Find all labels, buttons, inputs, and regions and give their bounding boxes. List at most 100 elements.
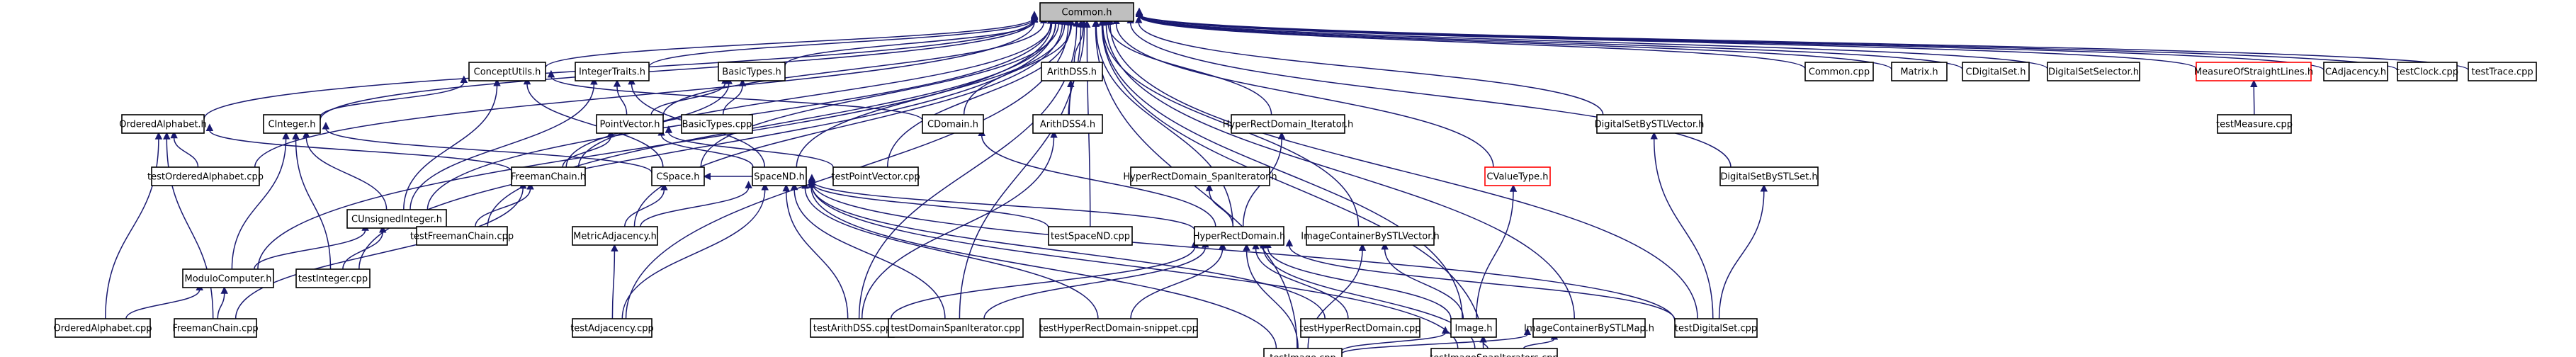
node-common-h[interactable]: Common.h	[1039, 2, 1134, 22]
node-pointvector-h[interactable]: PointVector.h	[596, 114, 664, 134]
node-testarithdss-cpp[interactable]: testArithDSS.cpp	[810, 318, 895, 338]
node-metricadjacency-h[interactable]: MetricAdjacency.h	[572, 226, 658, 246]
node-cdomain-h[interactable]: CDomain.h	[922, 114, 984, 134]
node-label: CDomain.h	[927, 120, 978, 130]
node-testspacend-cpp[interactable]: testSpaceND.cpp	[1048, 226, 1133, 246]
node-testtrace-cpp[interactable]: testTrace.cpp	[2468, 62, 2537, 81]
node-imagecont-stlmap-h[interactable]: ImageContainerBySTLMap.h	[1524, 318, 1654, 338]
node-conceptutils-h[interactable]: ConceptUtils.h	[468, 62, 546, 81]
node-box	[572, 318, 653, 338]
node-box	[575, 62, 650, 81]
node-testhyperrectdomain-cpp[interactable]: testHyperRectDomain.cpp	[1300, 318, 1421, 338]
node-arithdss4-h[interactable]: ArithDSS4.h	[1032, 114, 1103, 134]
node-hyperrect-iter-h[interactable]: HyperRectDomain_Iterator.h	[1223, 114, 1354, 134]
node-cspace-h[interactable]: CSpace.h	[651, 166, 705, 186]
node-basictypes-cpp[interactable]: BasicTypes.cpp	[681, 114, 753, 134]
dependency-edges	[105, 7, 2469, 355]
edge-cspace_h-to-conceptutils_h	[523, 76, 664, 168]
node-label: DigitalSetBySTLSet.h	[1720, 172, 1817, 183]
node-freemanchain-cpp[interactable]: FreemanChain.cpp	[172, 318, 259, 338]
edge-cinteger_h-to-common_h	[320, 12, 1039, 120]
node-box	[1300, 318, 1420, 338]
node-cunsignedinteger-h[interactable]: CUnsignedInteger.h	[346, 209, 447, 229]
node-box	[1041, 62, 1103, 81]
node-testdigitalset-cpp[interactable]: testDigitalSet.cpp	[1674, 318, 1758, 338]
node-testfreemanchain-cpp[interactable]: testFreemanChain.cpp	[410, 226, 514, 246]
edge-image_h-to-hyperrectdomain_h	[1264, 240, 1452, 319]
edge-common_cpp-to-common_h	[1135, 9, 1806, 69]
node-box	[55, 318, 151, 338]
edge-freemanchain_h-to-orderedalphabet_h	[205, 123, 512, 172]
node-orderedalphabet-cpp[interactable]: OrderedAlphabet.cpp	[53, 318, 152, 338]
node-testmeasure-cpp[interactable]: testMeasure.cpp	[2216, 114, 2293, 134]
edge-matrix_h-to-common_h	[1135, 8, 1892, 70]
node-matrix-h[interactable]: Matrix.h	[1891, 62, 1948, 81]
edge-cspace_h-to-cinteger_h	[322, 122, 653, 174]
node-label: MeasureOfStraightLines.h	[2194, 67, 2313, 78]
edge-cunsignedinteger_h-to-integertraits_h	[409, 77, 598, 210]
node-digitalsetselector-h[interactable]: DigitalSetSelector.h	[2047, 62, 2140, 81]
node-box	[182, 268, 274, 288]
node-image-h[interactable]: Image.h	[1450, 318, 1497, 338]
edge-hyperrectdomain_h-to-cdomain_h	[978, 128, 1216, 227]
node-spacend-h[interactable]: SpaceND.h	[752, 166, 807, 186]
edge-testarithdss_cpp-to-hyperrectdomain_h	[890, 239, 1199, 319]
node-label: ArithDSS4.h	[1040, 120, 1095, 130]
edge-image_h-to-common_h	[1098, 18, 1463, 319]
node-testimage-cpp[interactable]: testImage.cpp	[1263, 348, 1343, 357]
node-testadjacency-cpp[interactable]: testAdjacency.cpp	[570, 318, 654, 338]
edge-testhyperrectdomain_cpp-to-hyperrectdomain_h	[1252, 242, 1349, 319]
node-label: testOrderedAlphabet.cpp	[147, 172, 264, 183]
edge-testinteger_cpp-to-cunsignedinteger_h	[342, 225, 387, 270]
node-cvaluetype-h[interactable]: CValueType.h	[1484, 166, 1551, 186]
node-box	[681, 114, 753, 134]
node-freemanchain-h[interactable]: FreemanChain.h	[511, 166, 586, 186]
node-imagecont-stlvector-h[interactable]: ImageContainerBySTLVector.h	[1301, 226, 1440, 246]
node-dsset-stlvector-h[interactable]: DigitalSetBySTLVector.h	[1595, 114, 1705, 134]
node-orderedalphabet-h[interactable]: OrderedAlphabet.h	[119, 114, 207, 134]
edge-testimage_cpp-to-imagecont_stlmap_h	[1341, 327, 1532, 355]
edge-testdomainspaniter_cpp-to-spacend_h	[790, 182, 946, 319]
node-testinteger-cpp[interactable]: testInteger.cpp	[295, 268, 371, 288]
edge-dsset_stlset_h-to-common_h	[1126, 16, 1732, 168]
node-box	[1484, 166, 1551, 186]
node-testclock-cpp[interactable]: testClock.cpp	[2396, 62, 2458, 81]
node-testpointvector-cpp[interactable]: testPointVector.cpp	[831, 166, 920, 186]
node-hyperrectdomain-h[interactable]: HyperRectDomain.h	[1193, 226, 1286, 246]
edge-testpointvector_cpp-to-pointvector_h	[665, 125, 834, 168]
edge-imagecont_stlvector_h-to-common_h	[1099, 18, 1360, 227]
node-integertraits-h[interactable]: IntegerTraits.h	[575, 62, 650, 81]
node-label: PointVector.h	[600, 120, 660, 130]
node-label: ConceptUtils.h	[474, 67, 541, 78]
edge-dsset_stlvector_h-to-common_h	[1134, 16, 1604, 115]
node-basictypes-h[interactable]: BasicTypes.h	[718, 62, 786, 81]
edge-image_h-to-cvaluetype_h	[1476, 184, 1518, 319]
node-box	[1039, 2, 1134, 22]
node-box	[1430, 348, 1558, 357]
node-cinteger-h[interactable]: CInteger.h	[263, 114, 321, 134]
node-box	[1532, 318, 1646, 338]
node-dsset-stlset-h[interactable]: DigitalSetBySTLSet.h	[1719, 166, 1819, 186]
node-measure-h[interactable]: MeasureOfStraightLines.h	[2194, 62, 2313, 81]
node-box	[416, 226, 508, 246]
edge-testimagespaniters_cpp-to-spacend_h	[808, 178, 1459, 349]
edge-testdigitalset_cpp-to-dsset_stlvector_h	[1650, 132, 1714, 319]
node-cadjacency-h[interactable]: CAdjacency.h	[2323, 62, 2388, 81]
node-testdomainspaniter-cpp[interactable]: testDomainSpanIterator.cpp	[888, 318, 1024, 338]
node-common-cpp[interactable]: Common.cpp	[1804, 62, 1874, 81]
edge-testarithdss_cpp-to-spacend_h	[782, 183, 849, 319]
node-box	[596, 114, 664, 134]
node-testimagespaniters-cpp[interactable]: testImageSpanIterators.cpp	[1430, 348, 1559, 357]
node-testorderedalphabet-cpp[interactable]: testOrderedAlphabet.cpp	[147, 166, 264, 186]
edge-testimagespaniters_cpp-to-common_h	[1098, 18, 1484, 349]
edge-spacend_h-to-pointvector_h	[657, 128, 754, 168]
edge-cvaluetype_h-to-common_h	[1112, 16, 1494, 168]
node-modulocomputer-h[interactable]: ModuloComputer.h	[182, 268, 274, 288]
node-box	[1039, 318, 1198, 338]
node-label: DigitalSetBySTLVector.h	[1595, 120, 1705, 130]
node-hyperrect-spaniter-h[interactable]: HyperRectDomain_SpanIterator.h	[1123, 166, 1277, 186]
node-arithdss-h[interactable]: ArithDSS.h	[1041, 62, 1103, 81]
node-cdigitalset-h[interactable]: CDigitalSet.h	[1962, 62, 2030, 81]
node-testhyperrect-snippet-cpp[interactable]: testHyperRectDomain-snippet.cpp	[1039, 318, 1198, 338]
